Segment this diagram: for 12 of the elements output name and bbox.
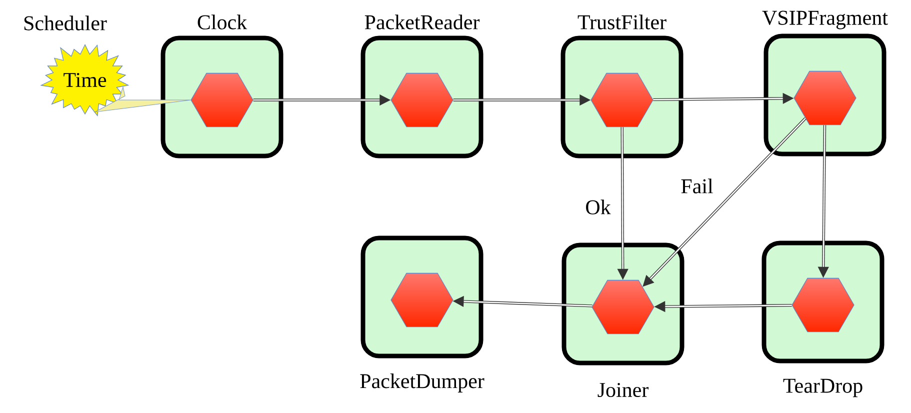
node-label: Joiner [598, 382, 648, 398]
node-label: Scheduler [24, 16, 107, 30]
node-label: VSIPFragment [762, 10, 888, 30]
node-label: PacketDumper [360, 373, 484, 393]
node-label: Clock [198, 14, 248, 30]
node-label: TearDrop [783, 378, 862, 398]
node-label: PacketReader [364, 14, 480, 30]
edge-label: Ok [586, 200, 611, 214]
edge-label: Fail [681, 178, 713, 194]
node-label: TrustFilter [578, 14, 666, 30]
callout-tail [94, 86, 191, 112]
starburst-callout: Scheduler Time [24, 16, 130, 116]
